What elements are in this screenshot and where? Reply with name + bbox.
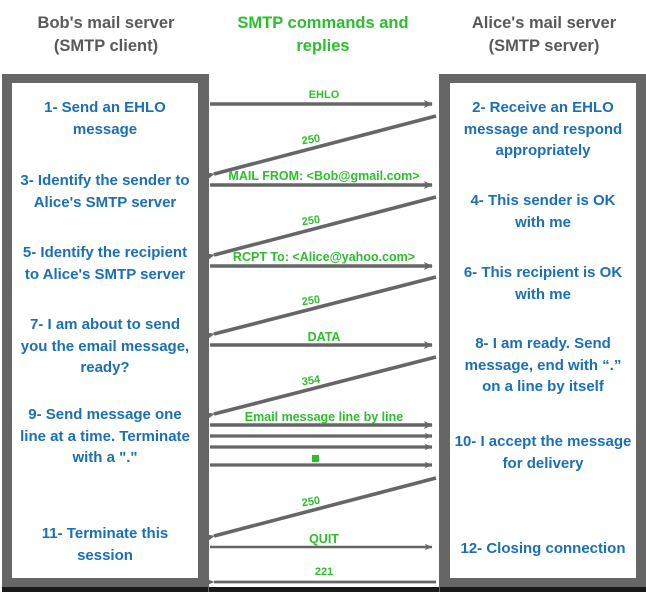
label-data: DATA (307, 330, 341, 344)
label-email-body: Email message line by line (244, 410, 404, 424)
server-step-12: 12- Closing connection (460, 540, 626, 557)
label-mail-from: MAIL FROM: <Bob@gmail.com> (228, 169, 420, 183)
client-panel-inner: 1- Send an EHLO message 3- Identify the … (12, 83, 198, 578)
message-arrows (208, 100, 437, 586)
client-step-9: 9- Send message one line at a time. Term… (20, 406, 190, 466)
header-server: Alice's mail server (SMTP server) (444, 12, 644, 58)
server-step-4: 4- This sender is OK with me (470, 192, 616, 231)
header-client: Bob's mail server (SMTP client) (6, 12, 206, 58)
label-rcpt-to: RCPT To: <Alice@yahoo.com> (232, 250, 416, 264)
server-panel-inner: 2- Receive an EHLO message and respond a… (450, 83, 636, 578)
header-client-line1: Bob's mail server (37, 14, 175, 32)
label-221: 221 (314, 566, 334, 578)
client-step-11: 11- Terminate this session (41, 525, 169, 564)
header-server-line1: Alice's mail server (471, 14, 617, 32)
server-panel: 2- Receive an EHLO message and respond a… (440, 74, 646, 592)
server-lifeline (439, 74, 440, 592)
message-exchange-area: EHLO 250 MAIL FROM: <Bob@gmail.com> 250 … (208, 74, 440, 592)
label-quit: QUIT (309, 532, 339, 546)
ellipsis-dot-icon (312, 455, 319, 462)
label-ehlo: EHLO (308, 89, 340, 101)
header-middle: SMTP commands and replies (218, 12, 428, 58)
client-panel: 1- Send an EHLO message 3- Identify the … (2, 74, 208, 592)
server-step-8: 8- I am ready. Send message, end with “.… (464, 335, 622, 395)
server-step-2: 2- Receive an EHLO message and respond a… (463, 99, 623, 159)
client-step-1: 1- Send an EHLO message (44, 99, 166, 138)
header-client-line2: (SMTP client) (53, 37, 159, 55)
server-step-6: 6- This recipient is OK with me (463, 264, 623, 303)
header-server-line2: (SMTP server) (488, 37, 600, 55)
client-step-3: 3- Identify the sender to Alice's SMTP s… (20, 172, 190, 211)
client-step-7: 7- I am about to send you the email mess… (20, 316, 190, 376)
header-middle-line2: replies (296, 37, 350, 55)
header-middle-line1: SMTP commands and (237, 14, 409, 32)
server-step-10: 10- I accept the message for delivery (454, 433, 632, 472)
client-step-5: 5- Identify the recipient to Alice's SMT… (22, 244, 188, 283)
